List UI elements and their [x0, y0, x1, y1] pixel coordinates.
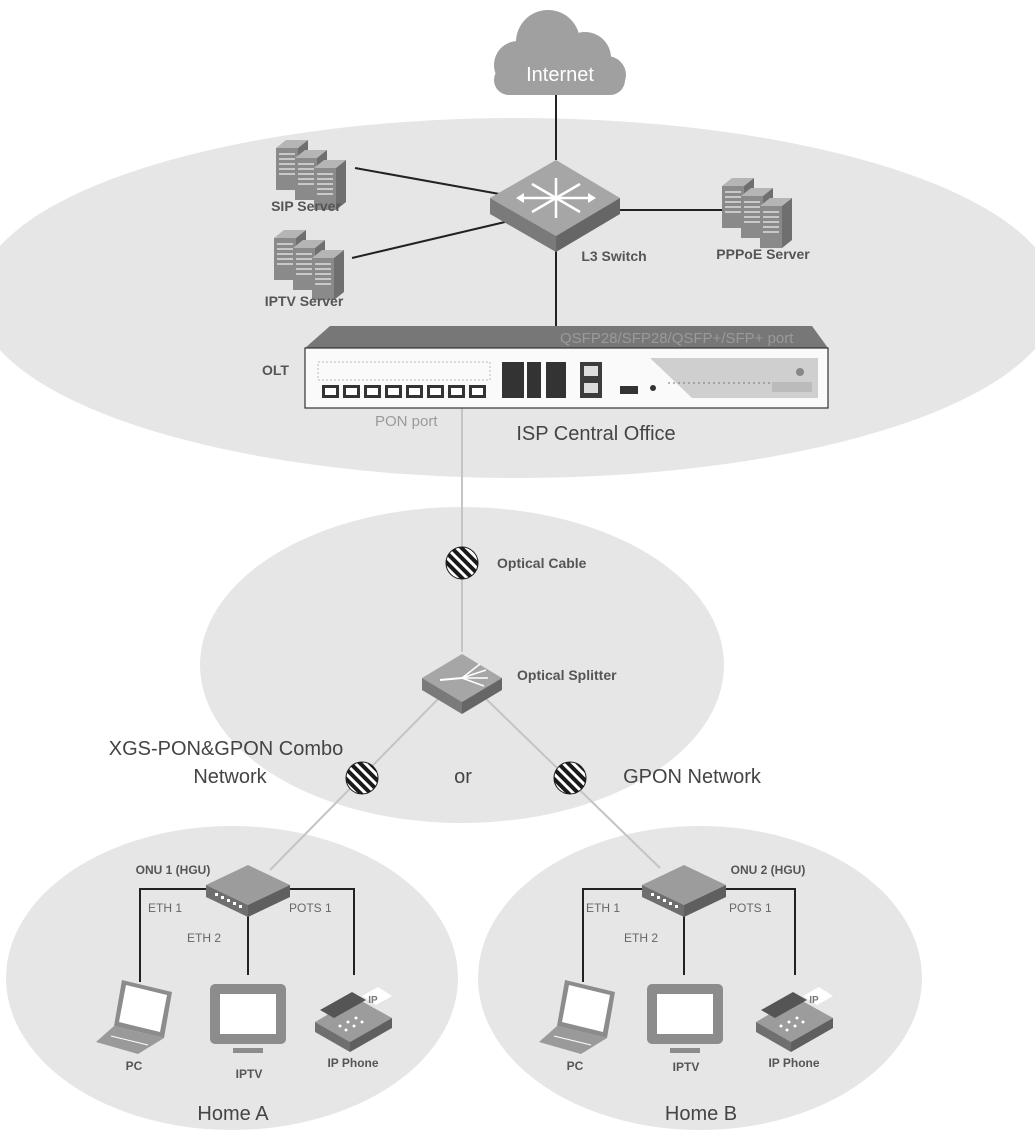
gpon-network-marker-icon — [553, 761, 587, 795]
combo-network-marker-icon — [345, 761, 379, 795]
home-b-pots1-label: POTS 1 — [729, 901, 772, 915]
home-b-phone-label: IP Phone — [768, 1056, 819, 1070]
home-b-tv-icon — [647, 984, 723, 1053]
gpon-network-label: GPON Network — [623, 766, 762, 788]
home-a-pc-label: PC — [126, 1059, 143, 1073]
home-b-zone — [478, 826, 922, 1130]
onu1-device-icon — [206, 865, 290, 917]
home-b-title: Home B — [665, 1103, 737, 1125]
olt-label: OLT — [262, 362, 289, 378]
home-a-pots1-wire — [288, 888, 355, 975]
optical-cable-label: Optical Cable — [497, 555, 587, 571]
iptv-server-label: IPTV Server — [265, 293, 344, 309]
home-a-laptop-icon — [96, 980, 172, 1054]
home-b-pots1-wire — [725, 888, 796, 975]
central-office-label: ISP Central Office — [516, 423, 675, 445]
sip-to-switch-link — [354, 167, 506, 196]
home-a-title: Home A — [197, 1103, 269, 1125]
internet-label: Internet — [526, 64, 594, 86]
home-b-ip-phone-icon — [756, 987, 833, 1052]
home-b-laptop-icon — [539, 980, 615, 1054]
optical-cable-marker-icon — [445, 546, 479, 580]
uplink-port-label: QSFP28/SFP28/QSFP+/SFP+ port — [560, 330, 794, 347]
home-a-iptv-label: IPTV — [236, 1067, 263, 1081]
home-a-ip-phone-icon — [315, 987, 392, 1052]
onu2-device-icon — [642, 865, 726, 917]
home-a-eth1-wire — [139, 888, 210, 982]
l3-switch-label: L3 Switch — [581, 248, 646, 264]
home-a-zone — [6, 826, 458, 1130]
pppoe-server-label: PPPoE Server — [716, 246, 810, 262]
onu1-label: ONU 1 (HGU) — [136, 863, 211, 877]
optical-splitter-icon — [422, 654, 502, 714]
combo-network-label-line1: XGS-PON&GPON Combo — [109, 738, 344, 760]
combo-network-label-line2: Network — [193, 766, 267, 788]
pon-port-label: PON port — [375, 413, 438, 430]
home-a-pots1-label: POTS 1 — [289, 901, 332, 915]
onu2-label: ONU 2 (HGU) — [731, 863, 806, 877]
home-b-iptv-label: IPTV — [673, 1060, 700, 1074]
home-b-pc-label: PC — [567, 1059, 584, 1073]
l3-switch-icon — [490, 160, 620, 252]
home-b-phone-badge: IP — [809, 995, 819, 1006]
home-a-tv-icon — [210, 984, 286, 1053]
iptv-to-switch-link — [351, 221, 506, 259]
home-a-phone-label: IP Phone — [327, 1056, 378, 1070]
internet-cloud-icon — [494, 10, 626, 95]
optical-splitter-label: Optical Splitter — [517, 667, 617, 683]
olt-chassis-icon — [304, 326, 829, 409]
home-a-phone-badge: IP — [368, 995, 378, 1006]
home-b-eth2-label: ETH 2 — [624, 931, 658, 945]
home-b-eth1-wire — [582, 888, 644, 982]
or-label: or — [454, 766, 472, 788]
home-b-eth1-label: ETH 1 — [586, 901, 620, 915]
home-a-eth2-label: ETH 2 — [187, 931, 221, 945]
sip-server-label: SIP Server — [271, 198, 341, 214]
home-a-eth1-label: ETH 1 — [148, 901, 182, 915]
